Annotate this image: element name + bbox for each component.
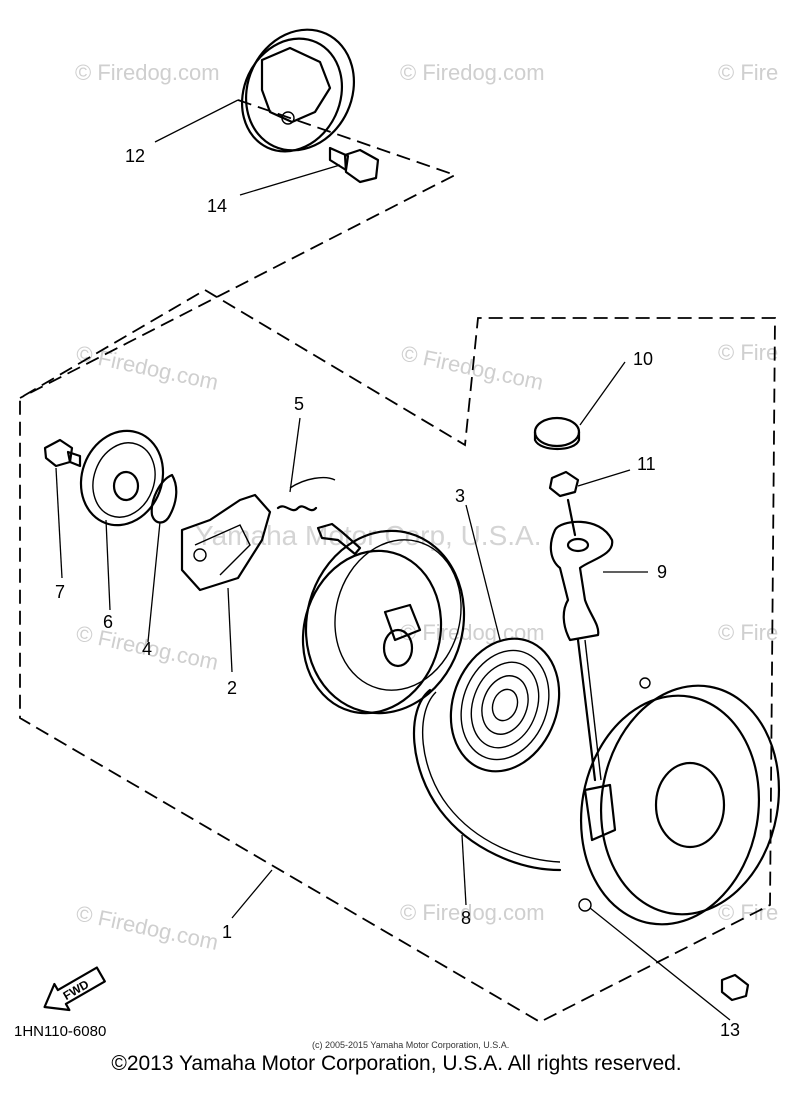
label-8: 8 (461, 908, 471, 928)
label-1: 1 (222, 922, 232, 942)
bolt-part-7 (43, 438, 82, 468)
cap-part-10 (533, 416, 581, 451)
label-4: 4 (142, 639, 152, 659)
watermark: © Firedog.com (400, 620, 545, 645)
fwd-arrow: FWD (43, 966, 106, 1012)
watermark: © Fire (718, 340, 778, 365)
label-5: 5 (294, 394, 304, 414)
label-10: 10 (633, 349, 653, 369)
label-2: 2 (227, 678, 237, 698)
label-11: 11 (637, 454, 656, 474)
drive-plate-part-6 (79, 429, 165, 527)
copyright-footer: ©2013 Yamaha Motor Corporation, U.S.A. A… (111, 1052, 682, 1075)
watermark: © Fire (718, 60, 778, 85)
label-14: 14 (207, 196, 227, 216)
small-copyright: (c) 2005-2015 Yamaha Motor Corporation, … (312, 1040, 509, 1050)
handle-part-9 (549, 498, 614, 782)
starter-rope-part-8 (412, 688, 562, 872)
watermark: © Fire (718, 900, 778, 925)
watermark: © Firedog.com (400, 60, 545, 85)
label-6: 6 (103, 612, 113, 632)
watermarks: © Firedog.com © Firedog.com © Fire © Fir… (74, 60, 778, 955)
watermark: © Firedog.com (74, 900, 221, 955)
drive-pulley-part-12 (240, 28, 356, 153)
bolt-part-14 (328, 146, 380, 184)
spring-part-5 (276, 476, 336, 512)
recoil-spring-part-3 (449, 637, 561, 773)
bolt-part-13 (720, 973, 750, 1002)
watermark: © Firedog.com (400, 900, 545, 925)
assembly-boundary (19, 99, 776, 1024)
rope-reel (301, 529, 466, 715)
watermark: © Firedog.com (75, 60, 220, 85)
diagram-code: 1HN110-6080 (14, 1023, 106, 1040)
leader-lines (55, 99, 731, 1021)
label-9: 9 (657, 562, 667, 582)
starter-housing (578, 677, 781, 926)
part-labels: 12 14 7 6 4 2 5 3 10 11 9 8 1 13 (55, 146, 740, 1040)
ratchet-part-2 (180, 493, 272, 592)
label-12: 12 (125, 146, 145, 166)
label-3: 3 (455, 486, 465, 506)
label-7: 7 (55, 582, 65, 602)
nut-part-11 (548, 470, 580, 498)
label-13: 13 (720, 1020, 740, 1040)
watermark: © Fire (718, 620, 778, 645)
pin (316, 522, 362, 556)
watermark: © Firedog.com (74, 340, 221, 395)
